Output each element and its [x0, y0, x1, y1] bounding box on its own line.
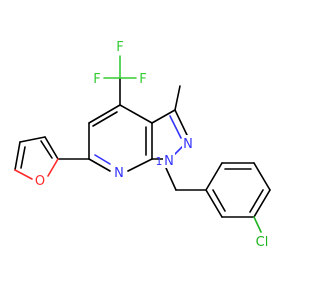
bond-ph-4-double: [249, 189, 264, 213]
bond-fu-1: [44, 136, 59, 160]
atom-bg-f3: [137, 70, 149, 86]
bond-c4-c5-double: [92, 111, 118, 127]
bond-ph-3: [253, 162, 271, 191]
bond-c3-n2: [174, 109, 188, 136]
atom-bg-n7: [113, 164, 125, 180]
atom-f3: F: [139, 72, 146, 87]
bond-fu-3-double: [20, 146, 26, 169]
bond-c3a-c3: [151, 109, 176, 124]
atom-bg-o: [33, 172, 46, 188]
bond-c4-c5: [88, 104, 121, 124]
locant-n1: 1: [156, 155, 163, 168]
atom-bg-cl: [253, 233, 271, 249]
atom-bg-f2: [91, 70, 103, 86]
atom-bg-n1: [163, 152, 175, 168]
bond-ph-6: [205, 189, 223, 218]
bond-n7-c7a: [127, 158, 153, 172]
molecule-structure-diagram: F F F N N 1 N O Cl: [14, 38, 271, 250]
bond-fu-2: [19, 136, 46, 143]
atom-n-pyrazole: N: [183, 137, 193, 152]
bond-n1-ch2: [165, 167, 177, 191]
atom-bg-n2: [182, 135, 194, 151]
bond-c4-c3a: [119, 104, 153, 124]
bond-ph-cl: [253, 216, 262, 233]
bond-c6-n7-double: [94, 154, 111, 165]
bond-c3-methyl: [174, 85, 181, 111]
bond-ph-4: [253, 189, 271, 218]
bond-fu-5: [47, 158, 59, 177]
bond-fu-3: [14, 141, 21, 171]
bond-ph-1: [205, 162, 223, 191]
bond-layer: [14, 55, 271, 233]
bond-c6-n7: [88, 158, 111, 172]
atom-f2: F: [93, 72, 100, 87]
atom-f1: F: [116, 40, 123, 55]
bond-fu-4: [14, 169, 33, 180]
bond-fu-1-double: [40, 140, 53, 159]
atom-label-layer: F F F N N 1 N O Cl: [33, 38, 271, 250]
bond-c3-n2-double: [169, 115, 182, 139]
atom-n1: N: [164, 154, 174, 169]
bond-ph-6-double: [212, 189, 226, 212]
atom-bg-f1: [114, 38, 126, 54]
atom-cl: Cl: [256, 235, 269, 250]
atom-o-furan: O: [35, 174, 45, 189]
atom-n-pyridine: N: [114, 166, 124, 181]
